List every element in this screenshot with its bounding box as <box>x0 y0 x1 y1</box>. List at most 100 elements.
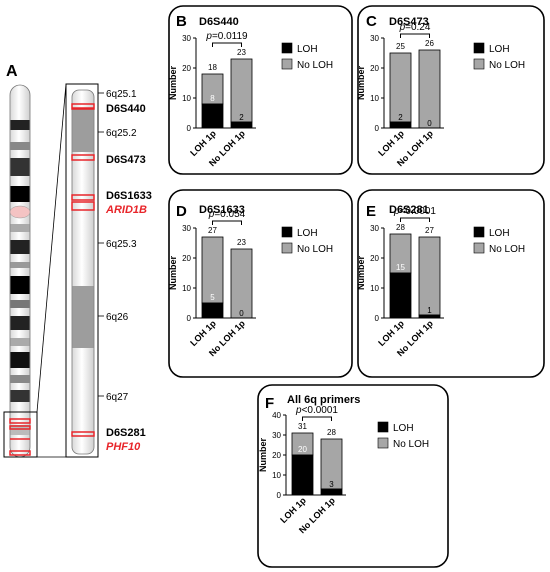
y-tick-label: 10 <box>182 284 191 293</box>
y-tick-label: 10 <box>182 94 191 103</box>
band-labels: 6q25.1 6q25.2 6q25.3 6q26 6q27 <box>98 89 137 403</box>
bar-no-loh <box>389 52 412 123</box>
y-tick-label: 10 <box>370 284 379 293</box>
band-label: 6q25.2 <box>106 128 137 139</box>
panel-frame <box>357 189 545 378</box>
chart-title: All 6q primers <box>287 394 360 406</box>
y-tick-label: 30 <box>272 431 281 440</box>
band-label: 6q26 <box>106 312 129 323</box>
bar-total-label: 25 <box>396 42 405 51</box>
bar-total-label: 27 <box>208 226 217 235</box>
y-axis-label: Number <box>258 438 268 473</box>
bar-loh <box>320 488 343 496</box>
bar-loh-label: 3 <box>329 480 334 489</box>
gene-label: ARID1B <box>105 204 147 216</box>
panel-letter-a: A <box>6 63 18 80</box>
bar-total-label: 28 <box>327 428 336 437</box>
band-label: 6q25.1 <box>106 89 137 100</box>
panel-frame <box>357 5 545 175</box>
band-label: 6q27 <box>106 392 129 403</box>
bar-total-label: 27 <box>425 226 434 235</box>
y-tick-label: 0 <box>187 314 192 323</box>
bar-loh <box>201 103 224 129</box>
marker-label: D6S440 <box>106 103 146 115</box>
bar-loh-label: 8 <box>210 94 215 103</box>
p-value-label: p=0.24 <box>399 22 431 33</box>
panel-letter: C <box>366 13 377 30</box>
legend-swatch-no-loh <box>473 242 485 254</box>
p-value-label: p<0.0001 <box>393 206 436 217</box>
centromere <box>9 205 31 219</box>
bar-loh <box>389 272 412 319</box>
y-tick-label: 40 <box>272 411 281 420</box>
bar-total-label: 31 <box>298 422 307 431</box>
chart-title: D6S440 <box>199 16 239 28</box>
y-axis-label: Number <box>168 256 178 291</box>
chart-title: D6S281 <box>389 204 429 216</box>
legend: LOH No LOH <box>473 42 525 71</box>
y-tick-label: 30 <box>370 34 379 43</box>
panel-frame <box>168 5 353 175</box>
bar-no-loh <box>230 248 253 319</box>
legend-swatch-loh <box>281 42 293 54</box>
legend-label-loh: LOH <box>489 44 510 55</box>
y-axis-label: Number <box>168 66 178 101</box>
bar-loh-label: 20 <box>298 445 307 454</box>
panel-frame <box>257 384 449 568</box>
legend-swatch-loh <box>473 226 485 238</box>
legend-label-no-loh: No LOH <box>489 60 525 71</box>
y-axis-label: Number <box>356 66 366 101</box>
panel-letter: F <box>265 395 274 412</box>
significance-bracket <box>212 42 242 47</box>
bar-total-label: 26 <box>425 39 434 48</box>
legend-swatch-loh <box>473 42 485 54</box>
bar-no-loh <box>418 236 441 316</box>
panel-letter: B <box>176 13 187 30</box>
significance-bracket <box>302 416 332 421</box>
bar-loh-label: 2 <box>239 113 244 122</box>
marker-label: D6S1633 <box>106 190 152 202</box>
bar-loh <box>230 121 253 129</box>
marker-label: D6S473 <box>106 154 146 166</box>
bar-loh-label: 0 <box>427 119 432 128</box>
bar-loh-label: 0 <box>239 309 244 318</box>
marker-highlights <box>71 103 95 437</box>
legend-label-loh: LOH <box>297 228 318 239</box>
y-tick-label: 10 <box>370 94 379 103</box>
bar-loh <box>389 121 412 129</box>
y-tick-label: 0 <box>187 124 192 133</box>
y-axis-label: Number <box>356 256 366 291</box>
bar-loh-label: 2 <box>398 113 403 122</box>
bar-total-label: 23 <box>237 238 246 247</box>
y-tick-label: 20 <box>370 254 379 263</box>
bar-total-label: 23 <box>237 48 246 57</box>
bar-loh-label: 15 <box>396 263 405 272</box>
legend-swatch-no-loh <box>281 58 293 70</box>
legend-label-loh: LOH <box>489 228 510 239</box>
bar-total-label: 28 <box>396 223 405 232</box>
legend-swatch-no-loh <box>473 58 485 70</box>
p-value-label: p<0.0001 <box>295 405 338 416</box>
panel-letter: E <box>366 203 376 220</box>
bar-no-loh <box>418 49 441 129</box>
marker-label: D6S281 <box>106 427 146 439</box>
zoom-detail-box <box>65 83 99 458</box>
chart-title: D6S1633 <box>199 204 245 216</box>
bar-loh-label: 5 <box>210 293 215 302</box>
y-tick-label: 0 <box>375 124 380 133</box>
significance-bracket <box>212 220 242 225</box>
zoomed-chromosome <box>71 89 95 455</box>
y-tick-label: 30 <box>370 224 379 233</box>
p-value-label: p=0.0119 <box>205 31 248 42</box>
legend-swatch-loh <box>281 226 293 238</box>
